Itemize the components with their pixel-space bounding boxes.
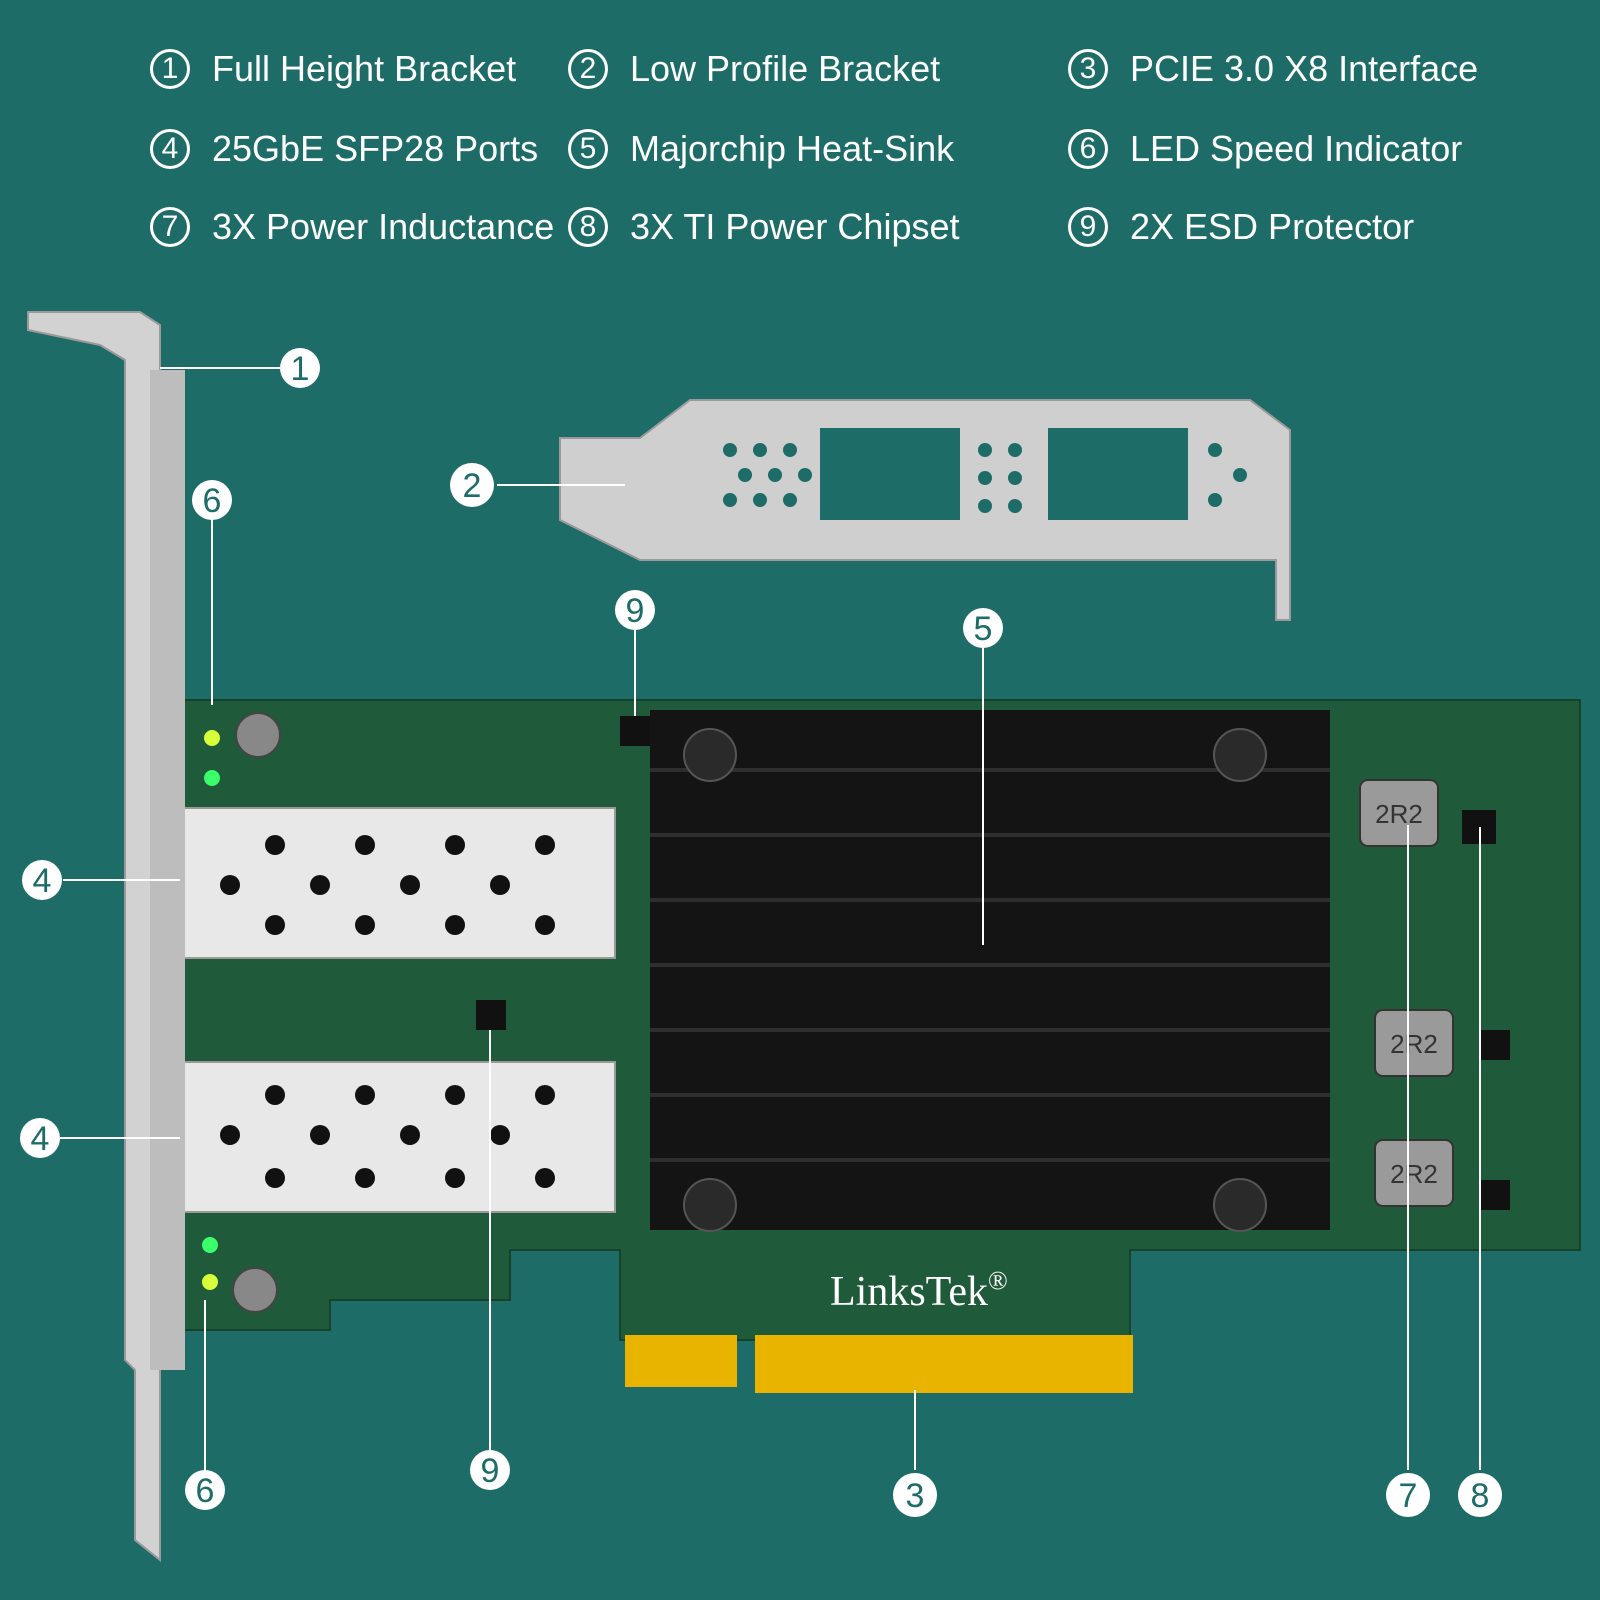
callout-2: 2 — [450, 463, 494, 507]
legend-item-2: 2 Low Profile Bracket — [568, 48, 940, 90]
svg-text:6: 6 — [196, 1472, 215, 1510]
legend-number: 8 — [568, 207, 608, 247]
pcie-fingers — [625, 1335, 1133, 1393]
led-indicators — [202, 730, 220, 1290]
legend-item-7: 7 3X Power Inductance — [150, 206, 554, 248]
legend-number: 9 — [1068, 207, 1108, 247]
legend-number: 1 — [150, 49, 190, 89]
legend-item-1: 1 Full Height Bracket — [150, 48, 516, 90]
sfp-port-bottom — [174, 1061, 616, 1213]
sfp-port-top — [174, 807, 616, 959]
legend-number: 6 — [1068, 129, 1108, 169]
legend-label: 2X ESD Protector — [1130, 206, 1415, 247]
legend-label: Majorchip Heat-Sink — [630, 128, 955, 169]
svg-text:4: 4 — [33, 862, 52, 900]
callout-4b: 4 — [20, 1118, 60, 1158]
low-profile-bracket — [559, 399, 1291, 621]
callout-6b: 6 — [185, 1470, 225, 1510]
legend-item-6: 6 LED Speed Indicator — [1068, 128, 1462, 170]
callout-1: 1 — [280, 348, 320, 388]
callout-4a: 4 — [22, 860, 62, 900]
legend-label: LED Speed Indicator — [1130, 128, 1463, 169]
inductor-label: 2R2 — [1375, 799, 1423, 829]
legend-label: PCIE 3.0 X8 Interface — [1130, 48, 1479, 89]
legend-number: 4 — [150, 129, 190, 169]
svg-text:2: 2 — [463, 467, 482, 505]
svg-text:7: 7 — [1399, 1477, 1418, 1515]
svg-text:3: 3 — [906, 1477, 925, 1515]
legend-item-8: 8 3X TI Power Chipset — [568, 206, 959, 248]
svg-text:1: 1 — [291, 350, 310, 388]
callout-5: 5 — [963, 608, 1003, 648]
callout-6a: 6 — [192, 480, 232, 520]
power-inductors: 2R2 2R2 2R2 — [1359, 779, 1454, 1207]
full-height-bracket — [27, 311, 185, 1563]
legend-number: 5 — [568, 129, 608, 169]
legend-label: Low Profile Bracket — [630, 48, 941, 89]
svg-text:5: 5 — [974, 610, 993, 648]
legend-number: 3 — [1068, 49, 1108, 89]
legend-item-4: 4 25GbE SFP28 Ports — [150, 128, 538, 170]
callouts: 1 2 6 6 4 4 9 5 9 3 7 8 — [20, 348, 1502, 1517]
legend: 1 Full Height Bracket 2 Low Profile Bracke… — [0, 0, 1600, 260]
legend-label: 25GbE SFP28 Ports — [212, 128, 539, 169]
legend-label: Full Height Bracket — [212, 48, 517, 89]
svg-text:9: 9 — [481, 1452, 500, 1490]
legend-number: 2 — [568, 49, 608, 89]
legend-label: 3X Power Inductance — [212, 206, 555, 247]
heatsink — [650, 710, 1330, 1232]
svg-text:9: 9 — [626, 592, 645, 630]
legend-number: 7 — [150, 207, 190, 247]
svg-text:6: 6 — [203, 482, 222, 520]
svg-text:4: 4 — [31, 1120, 50, 1158]
legend-label: 3X TI Power Chipset — [630, 206, 960, 247]
callout-9a: 9 — [615, 590, 655, 630]
svg-text:8: 8 — [1471, 1477, 1490, 1515]
callout-7: 7 — [1386, 1473, 1430, 1517]
legend-item-3: 3 PCIE 3.0 X8 Interface — [1068, 48, 1478, 90]
bracket-screws — [232, 712, 281, 1313]
callout-9b: 9 — [470, 1450, 510, 1490]
inductor-label: 2R2 — [1390, 1159, 1438, 1189]
callout-3: 3 — [893, 1473, 937, 1517]
legend-item-5: 5 Majorchip Heat-Sink — [568, 128, 954, 170]
callout-lines — [60, 367, 1481, 1470]
callout-8: 8 — [1458, 1473, 1502, 1517]
inductor-label: 2R2 — [1390, 1029, 1438, 1059]
legend-item-9: 9 2X ESD Protector — [1068, 206, 1414, 248]
brand-logo: LinksTek® — [830, 1266, 1008, 1315]
